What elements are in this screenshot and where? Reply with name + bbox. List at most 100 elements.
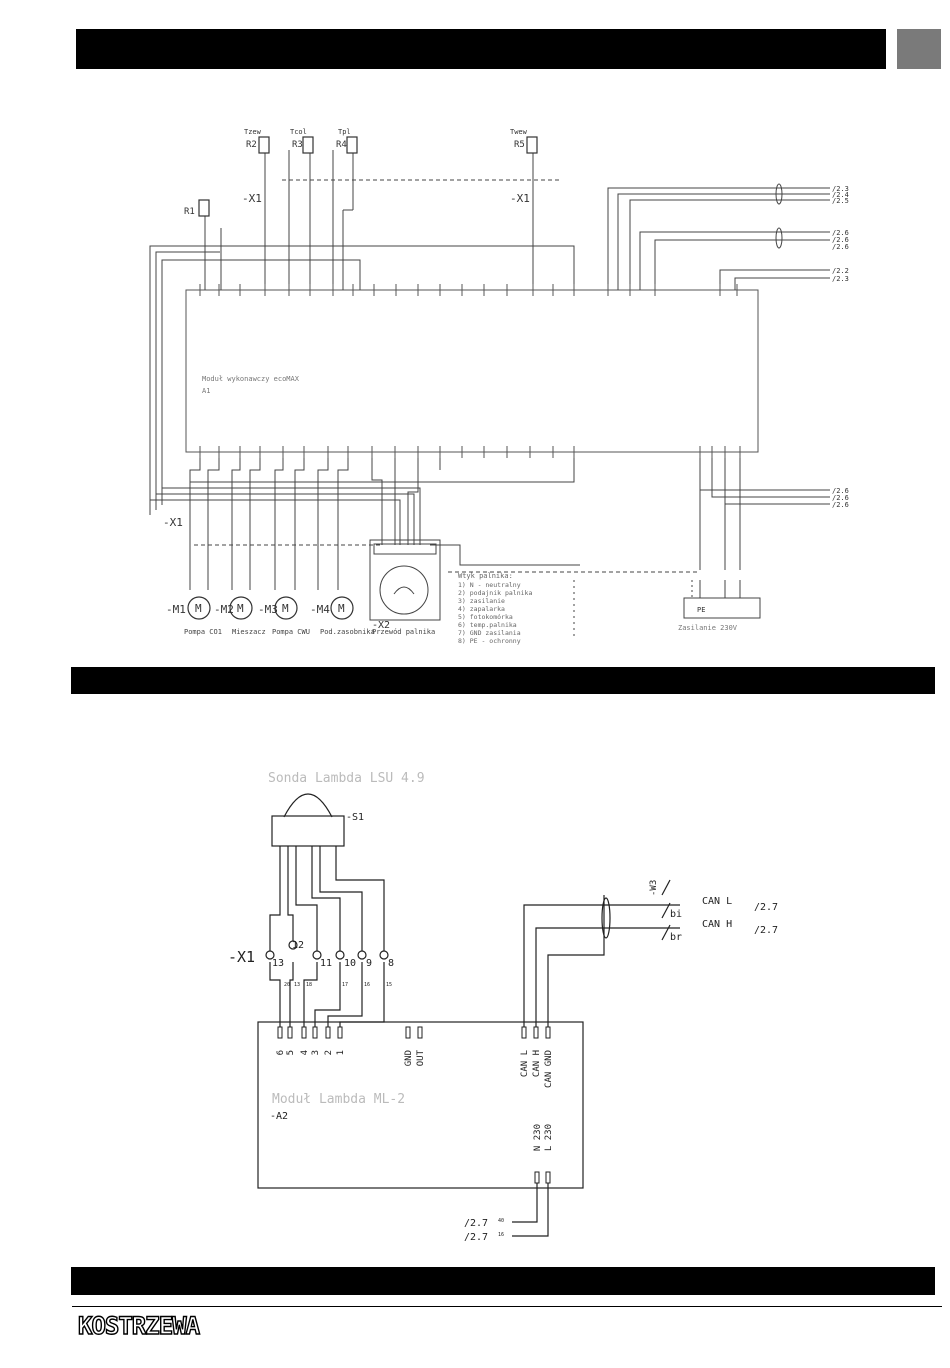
wire-number: 20 bbox=[284, 982, 290, 988]
legend-item: 2) podajnik palnika bbox=[458, 589, 532, 597]
cross-ref: /2.6 bbox=[832, 501, 849, 509]
sensor-name-tcol: Tcol bbox=[290, 128, 307, 136]
cross-ref: /2.6 bbox=[832, 243, 849, 251]
module-pin bbox=[417, 1026, 423, 1039]
module-pin-label: GND bbox=[404, 1050, 414, 1066]
module-pin-label: OUT bbox=[416, 1049, 426, 1066]
sensor-name-twew: Twew bbox=[510, 128, 528, 136]
terminal-number: 13 bbox=[272, 958, 284, 969]
cross-ref: /2.6 bbox=[832, 494, 849, 502]
motor-label-m2: -M2 bbox=[214, 603, 234, 616]
terminal-number: 8 bbox=[388, 958, 394, 969]
cable-label-can-l: CAN L bbox=[702, 896, 732, 907]
kostrzewa-logo-mark: KOSTRZEWA bbox=[77, 1311, 202, 1340]
module-desc: Moduł wykonawczy ecoMAX bbox=[202, 375, 300, 383]
motor-label: Pod.zasobnika bbox=[320, 628, 375, 636]
footer-rule bbox=[72, 1306, 942, 1307]
legend-title: Wtyk palnika: bbox=[458, 572, 513, 580]
motor-label-m3: -M3 bbox=[258, 603, 278, 616]
module-pin bbox=[533, 1026, 539, 1039]
module-pin bbox=[301, 1026, 307, 1039]
terminal-ref: -X1 bbox=[228, 948, 255, 966]
connector-x1-label-2: -X1 bbox=[510, 192, 530, 205]
module-pin bbox=[545, 1171, 551, 1184]
module-pin-label: CAN H bbox=[532, 1050, 542, 1077]
legend-item: 6) temp.palnika bbox=[458, 621, 517, 629]
cross-ref: /2.6 bbox=[832, 229, 849, 237]
module-pin-label: CAN L bbox=[520, 1050, 530, 1077]
cable-color-br: br bbox=[670, 932, 682, 943]
module-pin bbox=[521, 1026, 527, 1039]
supply-wire-number: 16 bbox=[498, 1232, 504, 1238]
wire-number: 15 bbox=[386, 982, 392, 988]
module-pin-label: 6 bbox=[276, 1050, 286, 1055]
connector-x1-label: -X1 bbox=[242, 192, 262, 205]
motor-icon: M bbox=[338, 602, 345, 615]
connector-x1-label-3: -X1 bbox=[163, 516, 183, 529]
cross-ref: /2.3 bbox=[832, 185, 849, 193]
sensor-ref: -S1 bbox=[346, 812, 364, 823]
wiring-diagram-controller: R2 R3 R4 R5 R1 Tzew Tcol Tpl Twew -X1 -X… bbox=[149, 128, 849, 645]
cable-cross-ref: /2.7 bbox=[754, 925, 778, 936]
terminal-number: 11 bbox=[320, 958, 332, 969]
module-pin bbox=[312, 1026, 318, 1039]
motor-label: Pompa CWU bbox=[272, 628, 310, 636]
wire-number: 16 bbox=[364, 982, 370, 988]
legend-item: 7) GND zasilania bbox=[458, 629, 521, 637]
cable-label-can-h: CAN H bbox=[702, 919, 732, 930]
module-pin bbox=[534, 1171, 540, 1184]
module-pin-label: 4 bbox=[300, 1050, 310, 1055]
motor-icon: M bbox=[237, 602, 244, 615]
terminal-number: 12 bbox=[292, 940, 304, 951]
cable-color-bi: bi bbox=[670, 909, 682, 920]
motor-label: Mieszacz bbox=[232, 628, 266, 636]
sensor-label-r2: R2 bbox=[246, 140, 257, 150]
module-pin-label: N 230 bbox=[533, 1124, 543, 1151]
terminal-number: 10 bbox=[344, 958, 356, 969]
cross-ref: /2.5 bbox=[832, 197, 849, 205]
wire-number: 17 bbox=[342, 982, 348, 988]
wire-number: 18 bbox=[306, 982, 312, 988]
kostrzewa-logo: KOSTRZEWA bbox=[76, 1311, 248, 1340]
page-header-bar bbox=[76, 29, 886, 69]
motor-label: Przewód palnika bbox=[372, 628, 435, 636]
module-pin-label: 3 bbox=[311, 1050, 321, 1055]
module-pin-label: 5 bbox=[286, 1050, 296, 1055]
motor-icon: M bbox=[195, 602, 202, 615]
module-pin-label: 1 bbox=[336, 1050, 346, 1055]
connector-x2-label: -X2 bbox=[372, 620, 390, 631]
logo-text: KOSTRZEWA bbox=[78, 1312, 201, 1340]
sensor-label-r5: R5 bbox=[514, 140, 525, 150]
legend-item: 5) fotokomórka bbox=[458, 613, 513, 621]
module-pin bbox=[405, 1026, 411, 1039]
section-divider-bar bbox=[71, 667, 935, 694]
motor-label: Pompa CO1 bbox=[184, 628, 222, 636]
module-pin bbox=[277, 1026, 283, 1039]
module-ref: -A2 bbox=[270, 1111, 288, 1122]
supply-wire-number: 40 bbox=[498, 1218, 504, 1224]
supply-cross-ref: /2.7 bbox=[464, 1218, 488, 1229]
legend-item: 4) zapalarka bbox=[458, 605, 505, 613]
module-pin bbox=[337, 1026, 343, 1039]
sensor-name-tpl: Tpl bbox=[338, 128, 351, 136]
cross-ref: /2.6 bbox=[832, 487, 849, 495]
section-tab bbox=[897, 29, 941, 69]
cross-ref: /2.4 bbox=[832, 191, 849, 199]
motor-label-m1: -M1 bbox=[166, 603, 186, 616]
cable-cross-ref: /2.7 bbox=[754, 902, 778, 913]
wiring-diagram-lambda: Sonda Lambda LSU 4.9 -S1 -X1 13 12 11 10… bbox=[228, 771, 778, 1243]
module-pin bbox=[545, 1026, 551, 1039]
sensor-title: Sonda Lambda LSU 4.9 bbox=[268, 771, 425, 786]
sensor-name-tzew: Tzew bbox=[244, 128, 262, 136]
wire-number: 13 bbox=[294, 982, 300, 988]
module-pin-label: L 230 bbox=[544, 1124, 554, 1151]
cross-ref: /2.6 bbox=[832, 236, 849, 244]
module-ref: A1 bbox=[202, 387, 210, 395]
pe-label: PE bbox=[697, 606, 705, 614]
legend-item: 1) N - neutralny bbox=[458, 581, 521, 589]
supply-cross-ref: /2.7 bbox=[464, 1232, 488, 1243]
module-title: Moduł Lambda ML-2 bbox=[272, 1092, 405, 1107]
cross-ref: /2.3 bbox=[832, 275, 849, 283]
legend-item: 3) zasilanie bbox=[458, 597, 505, 605]
bottom-divider-bar bbox=[71, 1267, 935, 1295]
